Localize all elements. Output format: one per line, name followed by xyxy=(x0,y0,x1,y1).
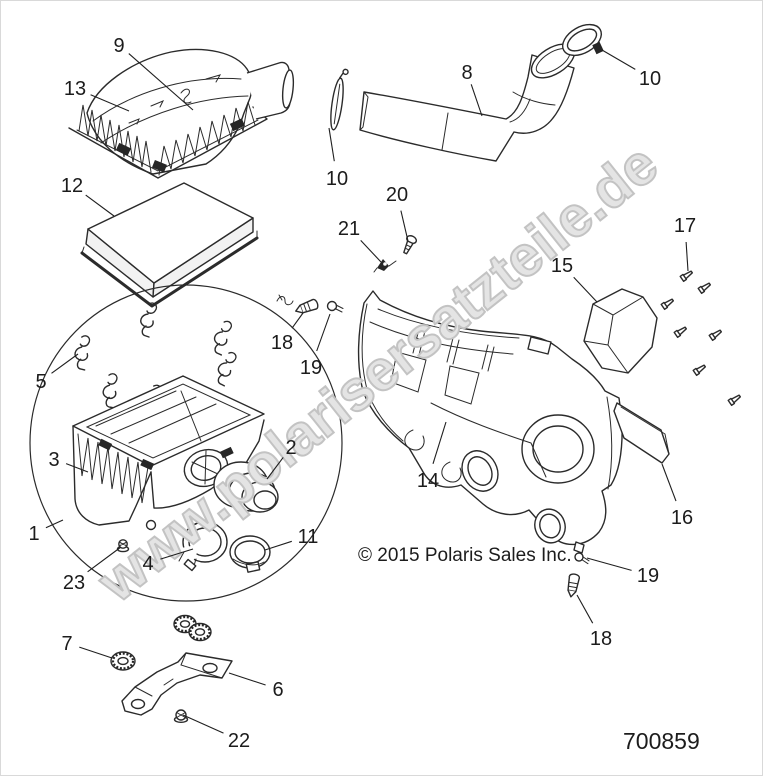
callout-leader-11-20 xyxy=(264,540,292,551)
callout-leader-13-1 xyxy=(90,94,130,112)
callout-label-19-24: 19 xyxy=(637,565,659,587)
callout-label-22-23: 22 xyxy=(228,730,250,752)
callout-label-4-18: 4 xyxy=(142,553,153,575)
part-number: 700859 xyxy=(623,728,700,754)
callout-leader-21-7 xyxy=(360,240,382,263)
intake-boot-drawing xyxy=(213,461,279,513)
callout-leader-2-19 xyxy=(266,457,284,480)
callout-leader-19-13 xyxy=(316,313,331,352)
housing-screw-23 xyxy=(116,539,130,553)
callout-label-5-14: 5 xyxy=(35,371,46,393)
callout-label-2-19: 2 xyxy=(285,437,296,459)
callout-leader-7-21 xyxy=(79,646,113,659)
callout-leader-22-23 xyxy=(182,714,224,734)
callout-leader-4-18 xyxy=(160,548,194,560)
callout-leader-10-3 xyxy=(328,127,335,162)
airbox-body-drawing xyxy=(276,290,623,554)
callout-leader-15-9 xyxy=(573,276,598,303)
callout-leader-17-8 xyxy=(685,241,689,272)
callout-leader-5-14 xyxy=(51,353,79,374)
callout-label-16-10: 16 xyxy=(671,507,693,529)
clip-21-drawing xyxy=(373,259,397,273)
callout-label-19-13: 19 xyxy=(300,357,322,379)
callout-label-9-0: 9 xyxy=(113,35,124,57)
bracket-drawing xyxy=(121,652,233,716)
callout-leader-18-12 xyxy=(291,312,304,329)
grommets-drawing xyxy=(110,614,212,671)
hose-clamp-10-top xyxy=(561,23,604,57)
callout-leader-12-2 xyxy=(85,194,115,217)
callout-label-8-4: 8 xyxy=(461,62,472,84)
clip-19-right xyxy=(574,552,590,565)
callout-label-21-7: 21 xyxy=(338,218,360,240)
clamp-4-drawing xyxy=(178,521,228,572)
foam-seal-16-drawing xyxy=(613,402,670,464)
callout-label-18-12: 18 xyxy=(271,332,293,354)
foam-seal-15-drawing xyxy=(583,288,658,374)
callout-leader-23-17 xyxy=(87,546,122,573)
callout-label-10-5: 10 xyxy=(639,68,661,90)
callout-leader-18-25 xyxy=(576,594,594,624)
callout-label-20-6: 20 xyxy=(386,184,408,206)
callout-label-7-21: 7 xyxy=(61,633,72,655)
clip-19-left xyxy=(326,300,344,313)
callout-label-18-25: 18 xyxy=(590,628,612,650)
callout-label-17-8: 17 xyxy=(674,215,696,237)
copyright-text: © 2015 Polaris Sales Inc. xyxy=(358,545,572,566)
air-filter-drawing xyxy=(80,182,259,308)
callout-leader-8-4 xyxy=(470,84,483,117)
callout-leader-14-11 xyxy=(432,421,447,464)
airbox-cover-drawing xyxy=(68,48,295,179)
callout-leader-19-24 xyxy=(586,557,632,571)
callout-label-14-11: 14 xyxy=(417,470,439,492)
callout-leader-3-15 xyxy=(65,463,89,473)
drain-valve-18-left xyxy=(295,298,319,314)
screws-17-drawing xyxy=(660,270,742,407)
callout-leader-16-10 xyxy=(661,463,677,502)
callout-label-12-2: 12 xyxy=(61,175,83,197)
bolt-22-drawing xyxy=(173,709,189,723)
callout-label-13-1: 13 xyxy=(64,78,86,100)
callout-label-11-20: 11 xyxy=(298,526,319,548)
callout-label-3-15: 3 xyxy=(48,449,59,471)
callout-label-23-17: 23 xyxy=(63,572,85,594)
callout-leader-9-0 xyxy=(128,53,194,111)
callout-label-1-16: 1 xyxy=(28,523,39,545)
callout-leader-6-22 xyxy=(228,672,266,686)
callout-label-6-22: 6 xyxy=(272,679,283,701)
callout-leader-10-5 xyxy=(601,49,636,70)
intake-hose-drawing xyxy=(359,43,576,162)
callout-leader-1-16 xyxy=(45,519,64,529)
hose-clamp-10-side xyxy=(330,68,349,131)
assembly-group-ellipse xyxy=(29,284,343,602)
callout-label-10-3: 10 xyxy=(326,168,348,190)
screw-20-drawing xyxy=(403,235,418,255)
callout-leader-20-6 xyxy=(400,210,409,242)
clamp-11-drawing xyxy=(229,535,271,573)
drain-valve-18-right xyxy=(567,573,581,598)
callout-label-15-9: 15 xyxy=(551,255,573,277)
